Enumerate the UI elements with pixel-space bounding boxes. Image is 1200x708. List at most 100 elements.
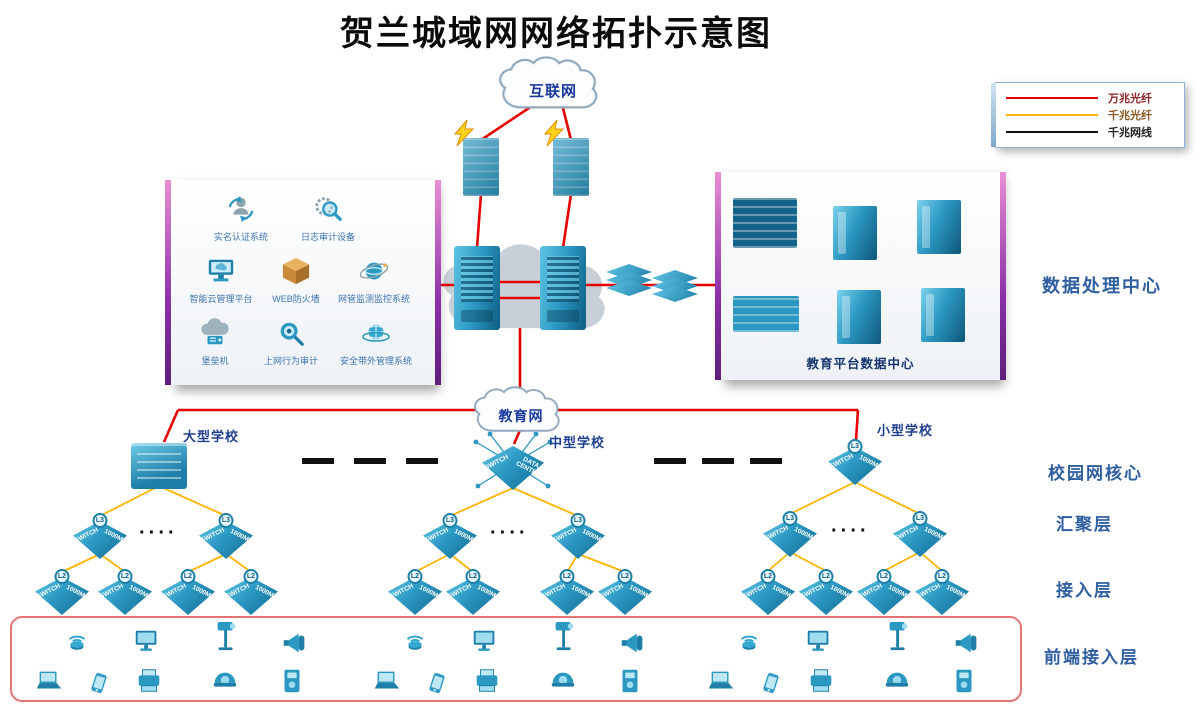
l2-badge: L2 bbox=[818, 569, 834, 584]
security-item-label: 安全带外管理系统 bbox=[339, 356, 412, 366]
wifi-ap-icon bbox=[400, 624, 430, 654]
l3-badge: L3 bbox=[218, 513, 234, 528]
printer-icon bbox=[806, 666, 836, 696]
server-cabinet bbox=[921, 288, 965, 342]
l2-badge: L2 bbox=[54, 569, 70, 584]
internet-cloud-label: 互联网 bbox=[528, 82, 577, 100]
monitor-icon bbox=[470, 626, 500, 656]
school-label-large: 大型学校 bbox=[183, 429, 240, 444]
firewall-device bbox=[543, 120, 589, 196]
legend-label: 千兆网线 bbox=[1108, 127, 1152, 139]
layer-label-access: 接入层 bbox=[1056, 581, 1113, 600]
monitor-icon bbox=[132, 626, 162, 656]
phone-icon bbox=[422, 668, 452, 698]
l2-badge: L2 bbox=[559, 569, 575, 584]
server-cabinet bbox=[833, 206, 877, 260]
security-item: 网管监测监控系统 bbox=[328, 256, 420, 305]
legend-item: 万兆光纤 bbox=[1006, 90, 1174, 106]
server-cabinet bbox=[917, 200, 961, 254]
ellipsis-dots: ···· bbox=[139, 522, 178, 544]
legend-label: 千兆光纤 bbox=[1108, 110, 1152, 122]
large-school-core-device bbox=[131, 443, 187, 489]
security-item-label: 智能云管理平台 bbox=[189, 294, 253, 304]
security-item: 智能云管理平台 bbox=[175, 256, 267, 305]
security-item: 实名认证系统 bbox=[195, 194, 287, 243]
l2-badge: L2 bbox=[465, 569, 481, 584]
red-line-swatch bbox=[1006, 96, 1098, 100]
layer-label-datacenter: 数据处理中心 bbox=[1042, 276, 1162, 296]
log-audit-icon bbox=[315, 197, 342, 221]
dome-camera-icon bbox=[548, 666, 578, 696]
black-line-swatch bbox=[1006, 130, 1098, 134]
wifi-ap-icon bbox=[734, 624, 764, 654]
speaker-icon bbox=[952, 628, 982, 658]
education-net-label: 教育网 bbox=[498, 408, 544, 424]
wifi-ap-icon bbox=[62, 624, 92, 654]
security-item-label: 上网行为审计 bbox=[263, 356, 318, 366]
web-firewall-icon bbox=[282, 257, 310, 285]
l2-badge: L2 bbox=[407, 569, 423, 584]
datacenter-caption: 教育平台数据中心 bbox=[806, 357, 915, 371]
lightning-icon bbox=[453, 120, 475, 146]
diagram-title: 贺兰城域网网络拓扑示意图 bbox=[340, 16, 772, 53]
school-label-medium: 中型学校 bbox=[549, 435, 606, 450]
school-label-small: 小型学校 bbox=[877, 423, 934, 438]
frontend-access-box bbox=[10, 616, 1022, 702]
switch-stack bbox=[606, 264, 652, 298]
card-reader-icon bbox=[615, 666, 645, 696]
phone-icon bbox=[84, 668, 114, 698]
security-item-label: WEB防火墙 bbox=[272, 294, 320, 304]
server-cabinet bbox=[837, 290, 881, 344]
security-item-label: 实名认证系统 bbox=[213, 232, 268, 242]
ellipsis-dots: ···· bbox=[490, 522, 529, 544]
laptop-icon bbox=[34, 666, 64, 696]
l3-badge: L3 bbox=[912, 511, 928, 526]
dome-camera-icon bbox=[210, 666, 240, 696]
security-item: 日志审计设备 bbox=[282, 194, 374, 243]
l3-badge: L3 bbox=[570, 513, 586, 528]
blade-server bbox=[733, 296, 799, 332]
speaker-icon bbox=[280, 628, 310, 658]
security-item: 上网行为审计 bbox=[245, 318, 337, 367]
l2-badge: L2 bbox=[934, 569, 950, 584]
l2-badge: L2 bbox=[180, 569, 196, 584]
security-item: WEB防火墙 bbox=[250, 256, 342, 305]
l2-badge: L2 bbox=[760, 569, 776, 584]
layer-label-frontend: 前端接入层 bbox=[1044, 648, 1139, 667]
laptop-icon bbox=[372, 666, 402, 696]
legend-item: 千兆光纤 bbox=[1006, 107, 1174, 123]
l2-badge: L2 bbox=[243, 569, 259, 584]
net-monitor-icon bbox=[359, 262, 389, 280]
phone-icon bbox=[756, 668, 786, 698]
auth-icon bbox=[228, 195, 254, 223]
legend: 万兆光纤 千兆光纤 千兆网线 bbox=[991, 82, 1185, 148]
l3-badge: L3 bbox=[782, 511, 798, 526]
l3-badge: L3 bbox=[847, 439, 863, 454]
firewall-device bbox=[453, 120, 499, 196]
security-item-label: 网管监测监控系统 bbox=[337, 294, 410, 304]
printer-icon bbox=[472, 666, 502, 696]
security-item-label: 堡垒机 bbox=[201, 356, 229, 366]
lightning-icon bbox=[543, 120, 565, 146]
card-reader-icon bbox=[949, 666, 979, 696]
monitor-icon bbox=[804, 626, 834, 656]
cloud-mgmt-icon bbox=[208, 259, 234, 282]
l2-badge: L2 bbox=[617, 569, 633, 584]
layer-label-aggregation: 汇聚层 bbox=[1056, 515, 1113, 534]
